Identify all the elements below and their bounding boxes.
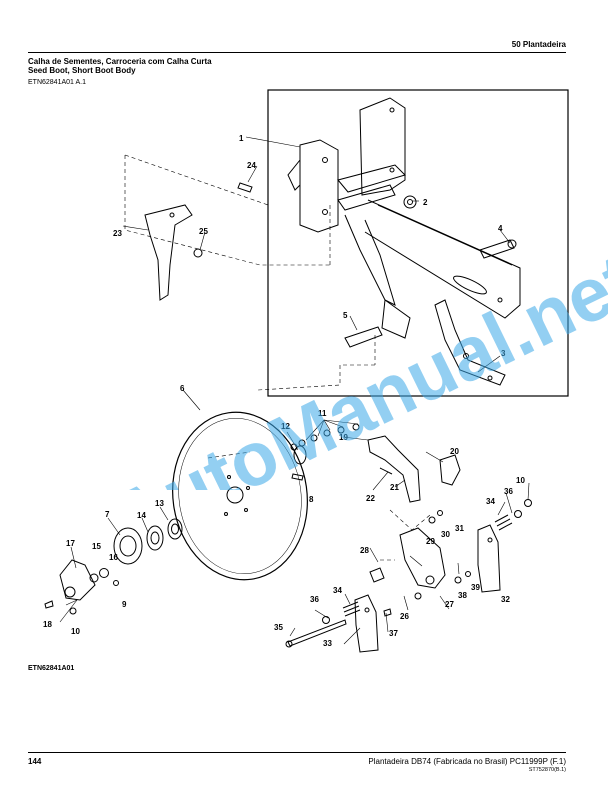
callout-11: 11 — [318, 409, 327, 418]
callout-3: 3 — [501, 349, 506, 358]
callout-7: 7 — [105, 510, 110, 519]
callout-36b: 36 — [504, 487, 513, 496]
callout-36a: 36 — [310, 595, 319, 604]
callout-8: 8 — [309, 495, 314, 504]
callout-19: 19 — [339, 433, 348, 442]
publication-info: Plantadeira DB74 (Fabricada no Brasil) P… — [368, 757, 566, 766]
callout-26: 26 — [400, 612, 409, 621]
figure-id: ETN62841A01 A.1 — [28, 79, 86, 86]
callout-2: 2 — [423, 198, 428, 207]
callout-23: 23 — [113, 229, 122, 238]
callout-34a: 34 — [333, 586, 342, 595]
callout-12: 12 — [281, 422, 290, 431]
callout-10a: 10 — [71, 627, 80, 636]
callout-39: 39 — [471, 583, 480, 592]
footer-rule — [28, 752, 566, 753]
callout-37: 37 — [389, 629, 398, 638]
callout-17: 17 — [66, 539, 75, 548]
callout-5: 5 — [343, 311, 348, 320]
callout-38: 38 — [458, 591, 467, 600]
callout-34b: 34 — [486, 497, 495, 506]
page-number: 144 — [28, 757, 42, 766]
callout-6: 6 — [180, 384, 185, 393]
callout-33: 33 — [323, 639, 332, 648]
callout-28: 28 — [360, 546, 369, 555]
callout-9: 9 — [122, 600, 127, 609]
page-title-pt: Calha de Sementes, Carroceria com Calha … — [28, 57, 212, 66]
callout-15: 15 — [92, 542, 101, 551]
callout-14: 14 — [137, 511, 146, 520]
callout-29: 29 — [426, 537, 435, 546]
callout-35: 35 — [274, 623, 283, 632]
callout-13: 13 — [155, 499, 164, 508]
header-rule — [28, 52, 566, 53]
callout-25: 25 — [199, 227, 208, 236]
callout-32: 32 — [501, 595, 510, 604]
callout-18: 18 — [43, 620, 52, 629]
assembly-frame-box — [267, 89, 569, 397]
document-stamp: ST752870(B.1) — [528, 767, 566, 773]
callout-30: 30 — [441, 530, 450, 539]
callout-20: 20 — [450, 447, 459, 456]
callout-27: 27 — [445, 600, 454, 609]
page-title-en: Seed Boot, Short Boot Body — [28, 66, 136, 75]
callout-1: 1 — [239, 134, 244, 143]
figure-caption: ETN62841A01 — [28, 665, 75, 672]
callout-4: 4 — [498, 224, 503, 233]
callout-16: 16 — [109, 553, 118, 562]
callout-22: 22 — [366, 494, 375, 503]
section-title: 50 Plantadeira — [511, 40, 566, 49]
callout-21: 21 — [390, 483, 399, 492]
callout-24: 24 — [247, 161, 256, 170]
callout-31: 31 — [455, 524, 464, 533]
callout-10b: 10 — [516, 476, 525, 485]
